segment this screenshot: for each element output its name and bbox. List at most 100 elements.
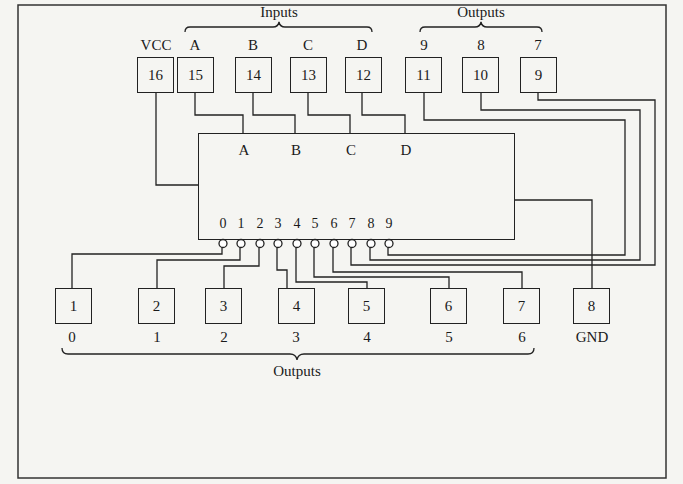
pin-number: 8 bbox=[588, 298, 596, 315]
inverter-bubble bbox=[219, 240, 227, 248]
pin-box: 11 bbox=[405, 57, 442, 93]
wire-line bbox=[314, 240, 449, 288]
pin-number: 1 bbox=[70, 298, 78, 315]
decoder-chip: ABCD0123456789 bbox=[198, 133, 515, 240]
output-number: 7 bbox=[349, 216, 356, 232]
pin-number: 15 bbox=[188, 67, 203, 84]
outputs-brace bbox=[420, 22, 542, 32]
output-number: 5 bbox=[312, 216, 319, 232]
pin-box: 5 bbox=[348, 288, 385, 324]
wire bbox=[195, 93, 243, 133]
pin-number: 6 bbox=[445, 298, 453, 315]
ground-name: GND bbox=[576, 328, 609, 346]
group-label: Inputs bbox=[260, 3, 298, 21]
pin-number: 2 bbox=[153, 298, 161, 315]
wire-line bbox=[195, 93, 243, 133]
pin-number: 13 bbox=[301, 67, 316, 84]
input-name: D bbox=[357, 36, 368, 54]
inverter-bubble bbox=[385, 240, 393, 248]
wire bbox=[308, 93, 350, 133]
pin-number: 4 bbox=[293, 298, 301, 315]
output-number: 2 bbox=[220, 328, 228, 346]
wire-line bbox=[253, 93, 295, 133]
input-name: C bbox=[303, 36, 313, 54]
pin-box: 8 bbox=[573, 288, 610, 324]
output-number: 3 bbox=[292, 328, 300, 346]
wire bbox=[314, 240, 449, 288]
output-number: 2 bbox=[257, 216, 264, 232]
wire bbox=[253, 93, 295, 133]
output-number: 8 bbox=[477, 36, 485, 54]
pin-number: 11 bbox=[416, 67, 430, 84]
pin-number: 12 bbox=[356, 67, 371, 84]
input-name: C bbox=[346, 142, 356, 159]
wire bbox=[333, 240, 522, 288]
pin-number: 10 bbox=[473, 67, 488, 84]
group-label: Outputs bbox=[457, 3, 505, 21]
inverter-bubble bbox=[293, 240, 301, 248]
input-name: B bbox=[248, 36, 258, 54]
output-number: 3 bbox=[275, 216, 282, 232]
pin-box: 15 bbox=[177, 57, 214, 93]
input-name: B bbox=[291, 142, 301, 159]
wire-line bbox=[156, 93, 198, 185]
pin-number: 3 bbox=[220, 298, 228, 315]
output-number: 7 bbox=[534, 36, 542, 54]
output-number: 0 bbox=[68, 328, 76, 346]
wire-line bbox=[333, 240, 522, 288]
pin-number: 14 bbox=[246, 67, 261, 84]
wire-line bbox=[362, 93, 405, 133]
pin-number: 5 bbox=[363, 298, 371, 315]
pin-number: 9 bbox=[535, 67, 543, 84]
output-number: 8 bbox=[368, 216, 375, 232]
inverter-bubble bbox=[311, 240, 319, 248]
output-number: 6 bbox=[331, 216, 338, 232]
wire bbox=[156, 93, 198, 185]
pin-box: 6 bbox=[430, 288, 467, 324]
pin-box: 10 bbox=[462, 57, 499, 93]
wire-line bbox=[224, 240, 259, 288]
inverter-bubble bbox=[256, 240, 264, 248]
outputs-brace bbox=[62, 348, 534, 360]
supply-name: VCC bbox=[141, 36, 172, 54]
wire-line bbox=[308, 93, 350, 133]
inverter-bubble bbox=[348, 240, 356, 248]
output-number: 6 bbox=[518, 328, 526, 346]
pin-box: 13 bbox=[290, 57, 327, 93]
output-number: 9 bbox=[420, 36, 428, 54]
wire bbox=[224, 240, 259, 288]
wire bbox=[296, 240, 367, 288]
input-name: D bbox=[401, 142, 412, 159]
pin-box: 1 bbox=[55, 288, 92, 324]
inverter-bubble bbox=[274, 240, 282, 248]
pin-box: 16 bbox=[137, 57, 174, 93]
inverter-bubble bbox=[367, 240, 375, 248]
output-number: 1 bbox=[238, 216, 245, 232]
pin-box: 2 bbox=[138, 288, 175, 324]
wire bbox=[157, 240, 240, 288]
wire-line bbox=[515, 200, 592, 288]
output-number: 9 bbox=[386, 216, 393, 232]
inverter-bubble bbox=[330, 240, 338, 248]
inputs-brace bbox=[185, 22, 372, 32]
input-name: A bbox=[190, 36, 201, 54]
output-number: 0 bbox=[220, 216, 227, 232]
wire bbox=[515, 200, 592, 288]
pin-box: 9 bbox=[520, 57, 557, 93]
output-number: 4 bbox=[363, 328, 371, 346]
pin-number: 7 bbox=[518, 298, 526, 315]
wire-line bbox=[72, 240, 222, 288]
pin-box: 12 bbox=[345, 57, 382, 93]
inverter-bubble bbox=[237, 240, 245, 248]
pin-box: 4 bbox=[278, 288, 315, 324]
output-number: 5 bbox=[445, 328, 453, 346]
wire-line bbox=[296, 240, 367, 288]
output-number: 1 bbox=[153, 328, 161, 346]
output-number: 4 bbox=[294, 216, 301, 232]
pin-box: 7 bbox=[503, 288, 540, 324]
pin-box: 14 bbox=[235, 57, 272, 93]
wire bbox=[72, 240, 222, 288]
pin-box: 3 bbox=[205, 288, 242, 324]
